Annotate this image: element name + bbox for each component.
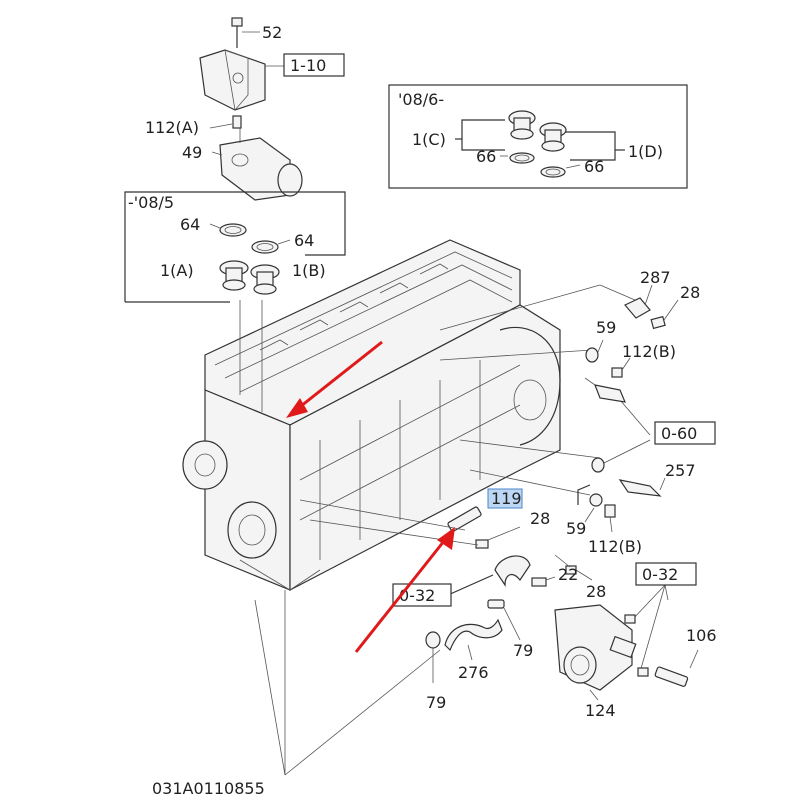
thermostat-b [250,264,280,295]
callout-79-a: 79 [513,641,533,660]
thermostat-a [219,260,249,291]
ref-box-0-60 [654,421,716,445]
callout-28-c: 28 [586,582,606,601]
callout-59-a: 59 [596,318,616,337]
callout-257: 257 [665,461,696,480]
callout-66-a: 66 [476,147,496,166]
callout-106: 106 [686,626,717,645]
highlight-119 [487,488,523,509]
callout-1b: 1(B) [292,261,326,280]
callout-1d: 1(D) [628,142,663,161]
callout-64-b: 64 [294,231,314,250]
annotation-arrow-lower [354,535,450,653]
callout-64-a: 64 [180,215,200,234]
engine-block [182,239,561,591]
callout-1-10: 1-10 [290,56,326,75]
inset-date-label: '08/6- [398,90,444,109]
ref-box-0-32-right [635,562,697,586]
water-pump [554,604,637,701]
callout-0-60: 0-60 [661,424,697,443]
callout-28-b: 28 [530,509,550,528]
callout-112b-b: 112(B) [588,537,642,556]
callout-112b-a: 112(B) [622,342,676,361]
callout-119: 119 [491,489,522,508]
callout-79-b: 79 [426,693,446,712]
callout-124: 124 [585,701,616,720]
ref-box-1-10 [283,53,345,77]
thermostat-housing-group [124,17,346,412]
sensor-group [439,284,679,533]
drawing-number: 031A0110855 [152,779,265,798]
callout-1c: 1(C) [412,130,446,149]
callout-49: 49 [182,143,202,162]
callout-59-b: 59 [566,519,586,538]
inset-2008-later: '08/6- [388,84,688,189]
lower-water-parts [299,499,699,701]
ref-box-0-32-left [392,583,452,607]
annotation-arrowhead-lower [437,527,455,550]
annotation-arrow-upper [295,340,383,412]
callout-112a: 112(A) [145,118,199,137]
callout-66-b: 66 [584,157,604,176]
callout-22: 22 [558,565,578,584]
inset-old-date: -'08/5 [128,193,174,212]
callout-287: 287 [640,268,671,287]
annotation-arrowhead-upper [286,398,308,418]
callout-276: 276 [458,663,489,682]
callout-0-32-left: 0-32 [399,586,435,605]
callout-52: 52 [262,23,282,42]
annotation-arrows [286,340,455,653]
callout-0-32-right: 0-32 [642,565,678,584]
callout-1a: 1(A) [160,261,194,280]
callout-28-a: 28 [680,283,700,302]
